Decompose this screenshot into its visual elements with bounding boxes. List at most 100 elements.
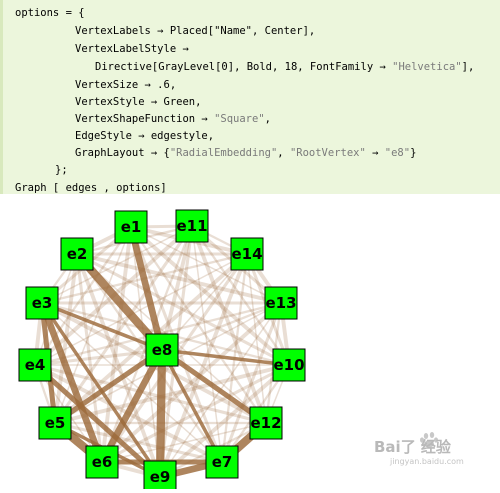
code-token: VertexStyle → Green, bbox=[75, 96, 202, 108]
graph-edge bbox=[160, 224, 194, 352]
graph-edge bbox=[41, 225, 193, 304]
vertex-box bbox=[249, 406, 283, 440]
code-cell[interactable]: options = { VertexLabels → Placed["Name"… bbox=[0, 0, 500, 194]
vertex-e1: e1 bbox=[114, 210, 148, 244]
vertex-e4: e4 bbox=[18, 348, 52, 382]
graph-edge bbox=[158, 363, 291, 479]
graph-edge bbox=[75, 252, 162, 479]
watermark: Bai了 经验 jingyan.baidu.com bbox=[374, 432, 464, 466]
vertex-label: e3 bbox=[32, 294, 53, 312]
graph-edge bbox=[75, 252, 283, 305]
graph-edge bbox=[40, 301, 164, 352]
graph-edge bbox=[158, 252, 249, 479]
vertex-label: e5 bbox=[45, 414, 66, 432]
code-token: Directive[GrayLevel[0], Bold, 18, FontFa… bbox=[95, 61, 393, 73]
watermark-brand: Bai了 经验 bbox=[374, 438, 452, 456]
graph-canvas: e1 e2 e3 e4 e5 e6 e7 e8 e9 e10 e11 e12 e13 e14 Bai了 经… bbox=[18, 209, 464, 493]
vertex-e14: e14 bbox=[230, 237, 264, 271]
code-string: "Helvetica" bbox=[392, 61, 462, 73]
code-token: , bbox=[264, 113, 271, 125]
vertex-e7: e7 bbox=[205, 445, 239, 479]
graph-edges bbox=[32, 223, 291, 482]
code-token: GraphLayout → { bbox=[75, 147, 170, 159]
graph-edge bbox=[160, 348, 291, 367]
vertex-e12: e12 bbox=[249, 406, 283, 440]
code-line: Graph [ edges , options] bbox=[15, 180, 167, 196]
graph-output: e1 e2 e3 e4 e5 e6 e7 e8 e9 e10 e11 e12 e13 e14 Bai了 经… bbox=[0, 196, 500, 493]
code-token: EdgeStyle → edgestyle, bbox=[75, 130, 215, 142]
vertex-e5: e5 bbox=[38, 406, 72, 440]
vertex-e9: e9 bbox=[143, 460, 177, 493]
graph-edge bbox=[160, 348, 224, 464]
vertex-label: e7 bbox=[212, 453, 233, 471]
graph-edge bbox=[159, 347, 269, 426]
vertex-box bbox=[205, 445, 239, 479]
graph-edge bbox=[41, 302, 223, 463]
graph-edge bbox=[155, 345, 167, 482]
vertex-label: e1 bbox=[121, 218, 142, 236]
graph-edge bbox=[220, 301, 283, 464]
vertex-e10: e10 bbox=[272, 348, 306, 382]
graph-edge bbox=[127, 223, 166, 354]
vertex-label: e9 bbox=[150, 468, 171, 486]
code-token: }; bbox=[55, 164, 68, 176]
graph-edge bbox=[101, 422, 267, 463]
vertex-label: e2 bbox=[67, 245, 88, 263]
code-token: options = { bbox=[15, 7, 85, 19]
code-string: "e8" bbox=[384, 147, 411, 159]
graph-edge bbox=[191, 225, 223, 463]
graph-edge bbox=[32, 362, 163, 480]
vertex-e6: e6 bbox=[85, 445, 119, 479]
watermark-url: jingyan.baidu.com bbox=[389, 457, 464, 466]
graph-edge bbox=[190, 224, 268, 425]
code-line: options = { bbox=[15, 5, 85, 21]
vertex-label: e10 bbox=[273, 356, 304, 374]
code-line: EdgeStyle → edgestyle, bbox=[75, 128, 214, 144]
code-line: Directive[GrayLevel[0], Bold, 18, FontFa… bbox=[95, 59, 474, 75]
graph-edge bbox=[52, 347, 165, 426]
vertex-label: e12 bbox=[250, 414, 281, 432]
code-line: VertexLabels → Placed["Name", Center], bbox=[75, 23, 315, 39]
paw-icon bbox=[420, 432, 438, 448]
vertex-label: e6 bbox=[92, 453, 113, 471]
graph-edge bbox=[246, 253, 267, 424]
code-token: VertexLabelStyle → bbox=[75, 43, 189, 55]
graph-edge bbox=[40, 301, 162, 479]
code-line: }; bbox=[55, 162, 68, 178]
vertex-box bbox=[264, 286, 298, 320]
code-line: VertexLabelStyle → bbox=[75, 41, 189, 57]
graph-edge bbox=[53, 363, 291, 425]
graph-edge bbox=[98, 346, 166, 466]
vertex-e11: e11 bbox=[175, 209, 209, 243]
graph-edge bbox=[38, 299, 106, 466]
graph-edge bbox=[75, 252, 291, 367]
graph-edge bbox=[54, 226, 132, 424]
vertex-box bbox=[230, 237, 264, 271]
code-token: VertexLabels → Placed["Name", Center], bbox=[75, 25, 316, 37]
code-token: } bbox=[410, 147, 417, 159]
vertex-box bbox=[175, 209, 209, 243]
code-line: VertexSize → .6, bbox=[75, 77, 176, 93]
vertex-e8: e8 bbox=[145, 333, 179, 367]
graph-edge bbox=[160, 301, 283, 352]
code-token: VertexShapeFunction → bbox=[75, 113, 215, 125]
vertex-label: e13 bbox=[265, 294, 296, 312]
code-line: GraphLayout → {"RadialEmbedding", "RootV… bbox=[75, 145, 416, 161]
graph-edge bbox=[33, 363, 268, 425]
vertex-label: e11 bbox=[176, 217, 207, 235]
graph-edge bbox=[100, 225, 133, 464]
vertex-box bbox=[18, 348, 52, 382]
vertex-box bbox=[60, 237, 94, 271]
code-string: "RootVertex" bbox=[289, 147, 366, 159]
graph-edge bbox=[129, 225, 268, 425]
code-string: "Square" bbox=[214, 113, 265, 125]
vertex-box bbox=[272, 348, 306, 382]
vertex-box bbox=[38, 406, 72, 440]
code-line: VertexShapeFunction → "Square", bbox=[75, 111, 271, 127]
graph-edge bbox=[129, 225, 291, 367]
graph-edge bbox=[75, 252, 104, 464]
graph-edge bbox=[33, 348, 164, 367]
graph-edge bbox=[130, 226, 282, 304]
vertex-box bbox=[85, 445, 119, 479]
vertex-label: e4 bbox=[25, 356, 46, 374]
